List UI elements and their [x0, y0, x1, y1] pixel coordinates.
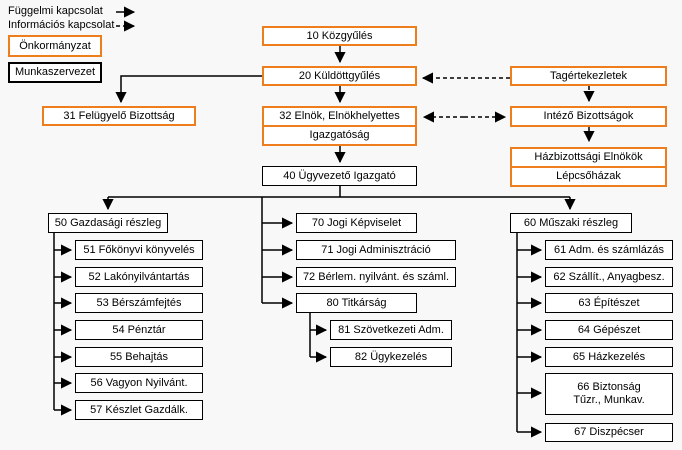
node-51-fokonyvi-konyveles: 51 Főkönyvi könyvelés: [75, 240, 203, 260]
node-intezo-bizottsagok: Intéző Bizottságok: [510, 106, 667, 127]
node-71-jogi-adminisztracio: 71 Jogi Adminisztráció: [296, 240, 456, 260]
legend-solid-arrow-label: Függelmi kapcsolat: [8, 5, 103, 17]
node-63-epiteszet: 63 Építészet: [545, 293, 673, 313]
node-66-biztonsag-tuzr-munkav: 66 Biztonság Tűzr., Munkav.: [545, 373, 673, 415]
node-32-elnok-igazgatosag: 32 Elnök, Elnökhelyettes Igazgatóság: [262, 106, 417, 146]
node-67-diszpecser: 67 Diszpécser: [545, 423, 673, 442]
node-57-keszlet-gazdalk: 57 Készlet Gazdálk.: [75, 400, 203, 420]
node-hazbizottsagi-elnokok: Házbizottsági Elnökök: [512, 149, 665, 168]
node-65-hazkezeles: 65 Házkezelés: [545, 347, 673, 367]
node-54-penztar: 54 Pénztár: [75, 320, 203, 340]
node-lepcsohazak: Lépcsőházak: [556, 170, 621, 183]
node-10-kozgyules: 10 Közgyűlés: [262, 26, 417, 46]
node-20-kuldottgyules: 20 Küldöttgyűlés: [262, 66, 417, 86]
node-62-szallit-anyagbesz: 62 Szállít., Anyagbesz.: [545, 267, 673, 287]
node-82-ugykezeles: 82 Ügykezelés: [330, 347, 452, 367]
node-40-ugyvezeto-igazgato: 40 Ügyvezető Igazgató: [262, 166, 417, 186]
node-81-szovetkezeti-adm: 81 Szövetkezeti Adm.: [330, 320, 452, 340]
node-50-gazdasagi-reszleg: 50 Gazdasági részleg: [48, 213, 168, 233]
node-64-gepeszet: 64 Gépészet: [545, 320, 673, 340]
node-hazbizottsagi-elnokok-lepcsohazak: Házbizottsági Elnökök Lépcsőházak: [510, 147, 667, 187]
legend-dashed-arrow-label: Információs kapcsolat: [8, 19, 115, 31]
node-32-elnok: 32 Elnök, Elnökhelyettes: [264, 108, 415, 127]
node-31-felugyelo-bizottsag: 31 Felügyelő Bizottság: [42, 106, 196, 126]
legend-box-munkaszervezet: Munkaszervezet: [8, 62, 102, 83]
node-56-vagyon-nyilvant: 56 Vagyon Nyilvánt.: [75, 373, 203, 393]
node-55-behajtas: 55 Behajtás: [75, 347, 203, 367]
node-72-berlem-nyilvant-szaml: 72 Bérlem. nyilvánt. és száml.: [296, 267, 456, 287]
node-igazgatosag: Igazgatóság: [309, 129, 370, 142]
node-70-jogi-kepviselet: 70 Jogi Képviselet: [296, 213, 417, 233]
node-53-berszamfejtes: 53 Bérszámfejtés: [75, 293, 203, 313]
node-80-titkarsag: 80 Titkárság: [296, 293, 417, 313]
legend-box-onkormanyzat: Önkormányzat: [8, 35, 102, 57]
node-60-muszaki-reszleg: 60 Műszaki részleg: [510, 213, 632, 233]
node-61-adm-es-szamlazas: 61 Adm. és számlázás: [545, 240, 673, 260]
node-tagertekezletek: Tagértekezletek: [510, 66, 667, 86]
node-52-lakonyilvantartas: 52 Lakónyilvántartás: [75, 267, 203, 287]
